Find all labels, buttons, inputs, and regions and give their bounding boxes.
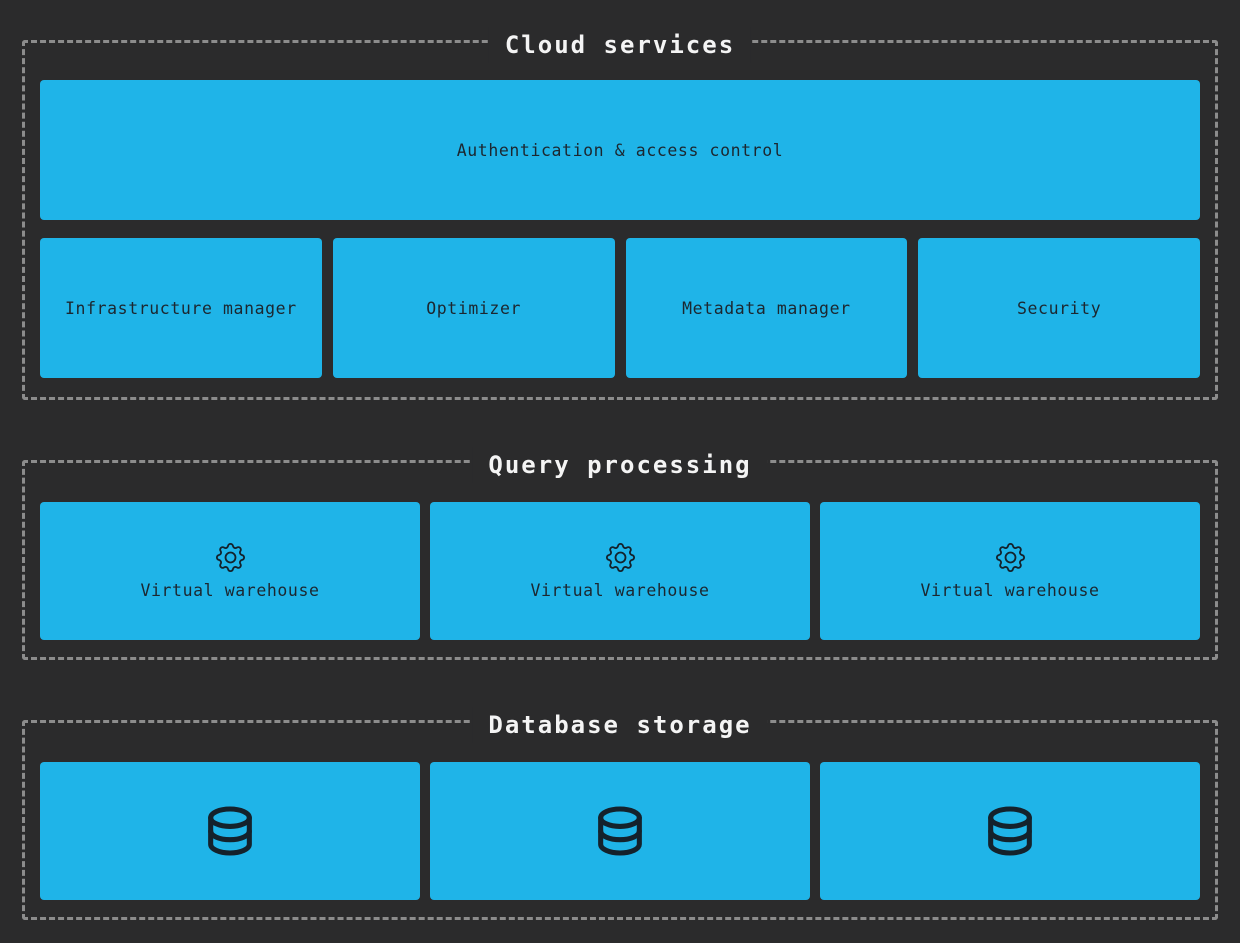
database-box bbox=[820, 762, 1200, 900]
warehouse-boxes-row: Virtual warehouse Virtual warehouse Virt… bbox=[40, 502, 1200, 640]
box-label: Infrastructure manager bbox=[65, 298, 297, 318]
virtual-warehouse-box: Virtual warehouse bbox=[430, 502, 810, 640]
database-icon bbox=[201, 802, 259, 860]
virtual-warehouse-box: Virtual warehouse bbox=[820, 502, 1200, 640]
optimizer-box: Optimizer bbox=[332, 238, 615, 378]
box-label: Virtual warehouse bbox=[140, 580, 320, 600]
database-icon bbox=[981, 802, 1039, 860]
authentication-access-control-box: Authentication & access control bbox=[40, 80, 1200, 220]
database-icon bbox=[591, 802, 649, 860]
section-title: Database storage bbox=[472, 707, 768, 743]
box-label: Virtual warehouse bbox=[920, 580, 1100, 600]
section-database-storage: Database storage bbox=[22, 707, 1218, 920]
gear-icon bbox=[215, 542, 245, 572]
box-label: Metadata manager bbox=[682, 298, 851, 318]
gear-icon bbox=[995, 542, 1025, 572]
box-label: Virtual warehouse bbox=[530, 580, 710, 600]
database-boxes-row bbox=[40, 762, 1200, 900]
section-query-processing: Query processing Virtual warehouse Virtu… bbox=[22, 447, 1218, 660]
section-cloud-services: Cloud services Authentication & access c… bbox=[22, 27, 1218, 400]
virtual-warehouse-box: Virtual warehouse bbox=[40, 502, 420, 640]
database-box bbox=[430, 762, 810, 900]
section-title: Cloud services bbox=[488, 27, 752, 63]
box-label: Security bbox=[1016, 298, 1102, 318]
database-box bbox=[40, 762, 420, 900]
security-box: Security bbox=[918, 238, 1200, 378]
metadata-manager-box: Metadata manager bbox=[625, 238, 908, 378]
gear-icon bbox=[605, 542, 635, 572]
box-label: Authentication & access control bbox=[456, 140, 784, 160]
infrastructure-manager-box: Infrastructure manager bbox=[40, 238, 322, 378]
section-title: Query processing bbox=[472, 447, 768, 483]
box-label: Optimizer bbox=[426, 298, 522, 318]
manager-boxes-row: Infrastructure manager Optimizer Metadat… bbox=[40, 238, 1200, 378]
